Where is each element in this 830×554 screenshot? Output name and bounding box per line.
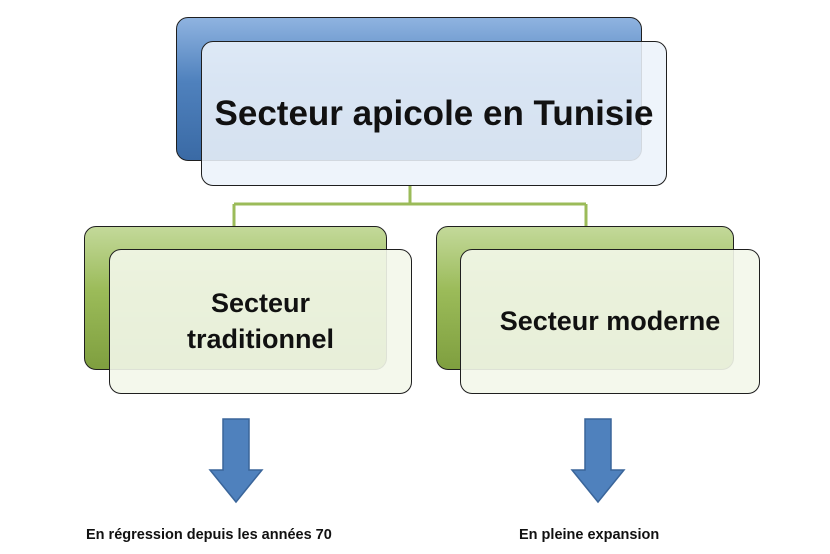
root-node-label: Secteur apicole en Tunisie — [214, 93, 654, 133]
root-node: Secteur apicole en Tunisie — [201, 41, 667, 186]
traditional-sector-label-line2: traditionnel — [187, 323, 334, 354]
traditional-sector-caption: En régression depuis les années 70 — [86, 527, 332, 543]
modern-sector-label: Secteur moderne — [499, 305, 721, 336]
traditional-sector-label-line1: Secteur — [210, 288, 311, 319]
down-arrow-icon — [208, 418, 264, 504]
modern-sector-caption: En pleine expansion — [519, 527, 660, 543]
down-arrow-icon — [570, 418, 626, 504]
traditional-sector-node: Secteur traditionnel — [109, 249, 412, 394]
modern-sector-node: Secteur moderne — [460, 249, 760, 394]
